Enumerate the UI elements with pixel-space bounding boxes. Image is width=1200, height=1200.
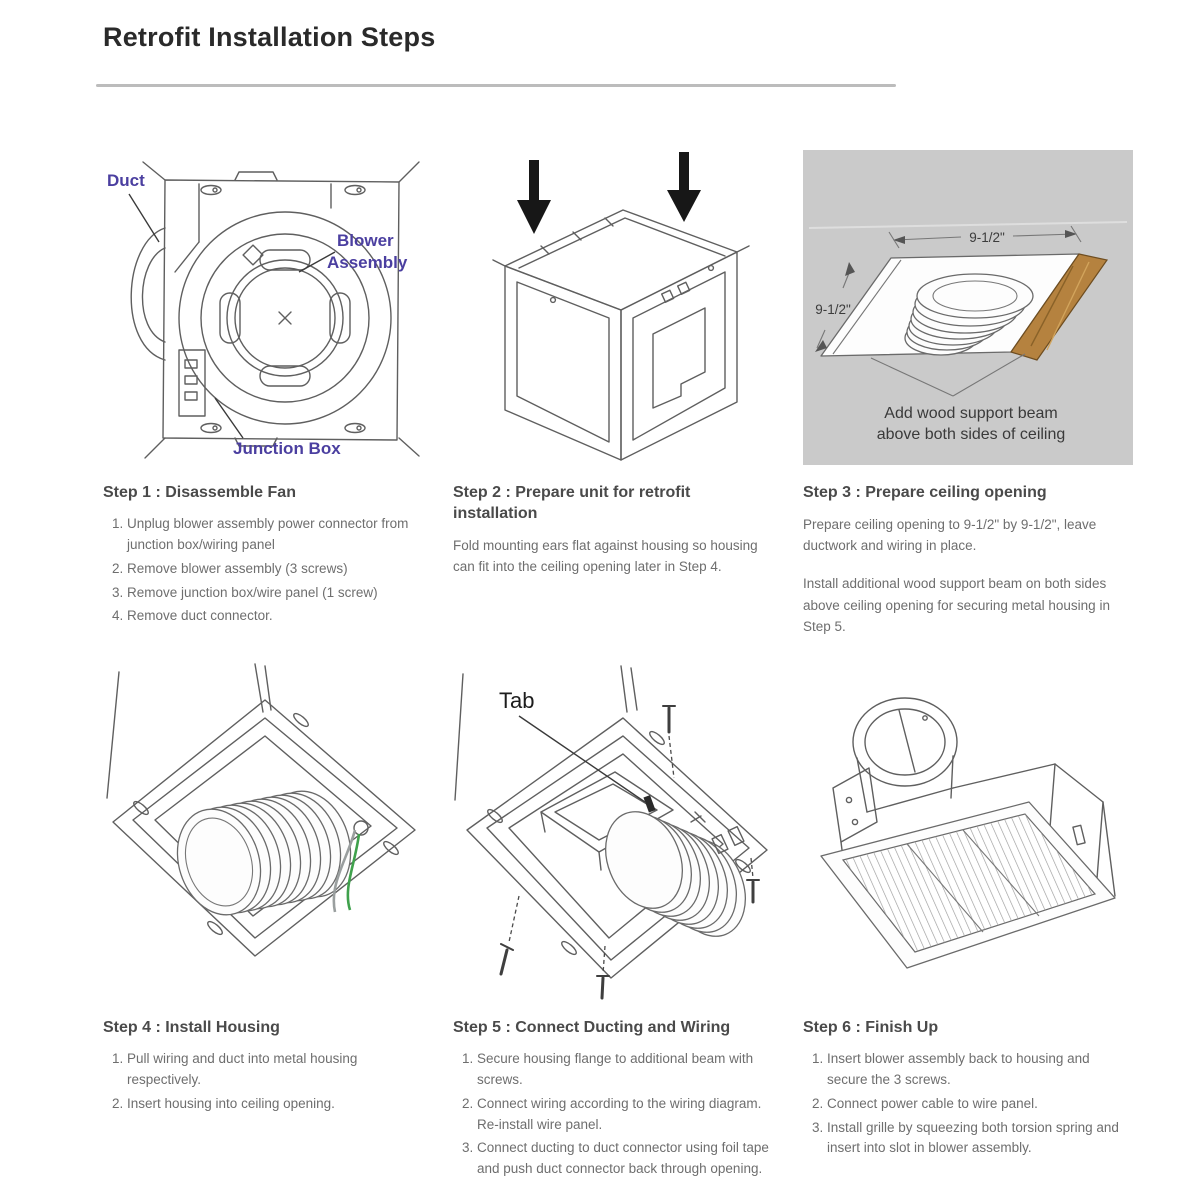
step-1-list: Unplug blower assembly power connector f… [103, 514, 433, 628]
steps-row-2: Step 4 : Install Housing Pull wiring and… [103, 660, 1133, 1183]
tab-label: Tab [499, 688, 534, 713]
metal-housing-box [492, 209, 750, 461]
step-1-heading: Step 1 : Disassemble Fan [103, 484, 296, 501]
dimension-left-label: 9-1/2" [815, 302, 851, 317]
step-3-paragraph: Prepare ceiling opening to 9-1/2" by 9-1… [803, 516, 1097, 554]
step-5-cell: Tab Step 5 : Connect Ducting and Wiring … [453, 660, 783, 1183]
finished-fan-drawing [820, 697, 1116, 969]
install-housing-drawing [106, 663, 416, 957]
dimension-left: 9-1/2" [815, 262, 855, 352]
duct-label: Duct [107, 171, 145, 190]
ceiling-edge-line [808, 221, 1128, 229]
blower-leader-line [298, 251, 336, 273]
step-3-cell: 9-1/2" 9-1/2" Add wood support beam abov… [803, 150, 1133, 654]
tab-leader-line [518, 715, 646, 803]
ceiling-opening-drawing: 9-1/2" 9-1/2" Add wood support beam abov… [803, 150, 1133, 465]
step-5-illustration: Tab [453, 660, 783, 1000]
beam-note: Add wood support beam above both sides o… [870, 353, 1066, 443]
step-2-cell: Step 2 : Prepare unit for retrofit insta… [453, 150, 783, 654]
flex-duct-coil [904, 273, 1034, 356]
opening-inner-edge [832, 259, 902, 355]
duct-leader-line [128, 193, 160, 243]
beam-note-line1: Add wood support beam [884, 405, 1057, 422]
step-4-heading: Step 4 : Install Housing [103, 1019, 280, 1036]
dimension-top-label: 9-1/2" [969, 230, 1005, 245]
housing-flange [112, 699, 416, 957]
step-4-illustration [103, 660, 433, 1000]
step-6-item: Install grille by squeezing both torsion… [827, 1118, 1133, 1160]
square-duct-connector [540, 771, 674, 871]
junction-box-drawing [178, 349, 206, 417]
housing-flange [466, 717, 768, 979]
step-6-item: Insert blower assembly back to housing a… [827, 1049, 1133, 1091]
dimension-top: 9-1/2" [888, 225, 1082, 249]
mounting-screws [499, 705, 760, 1000]
fan-housing-outline [142, 161, 420, 459]
wire-panel-detail [690, 811, 745, 855]
step-2-paragraph: Fold mounting ears flat against housing … [453, 537, 758, 575]
corrugated-duct [176, 790, 352, 916]
step-6-item: Connect power cable to wire panel. [827, 1094, 1133, 1115]
step-1-item: Remove duct connector. [127, 606, 433, 627]
corrugated-duct [605, 811, 746, 937]
step-1-item: Remove blower assembly (3 screws) [127, 559, 433, 580]
ceiling-cut-lines [106, 663, 272, 799]
step-4-item: Insert housing into ceiling opening. [127, 1094, 433, 1115]
wood-support-beam [1010, 253, 1109, 361]
step-6-illustration [803, 660, 1133, 1000]
step-4-cell: Step 4 : Install Housing Pull wiring and… [103, 660, 433, 1183]
wiring [332, 820, 369, 913]
step-1-item: Remove junction box/wire panel (1 screw) [127, 583, 433, 604]
beam-note-line2: above both sides of ceiling [877, 426, 1066, 443]
fan-disassembly-drawing: Duct Blower Assembly Junction Box [107, 161, 420, 459]
step-5-heading: Step 5 : Connect Ducting and Wiring [453, 1019, 731, 1036]
step-2-heading: Step 2 : Prepare unit for retrofit insta… [453, 484, 691, 522]
page-title: Retrofit Installation Steps [103, 22, 436, 52]
fold-down-arrows [517, 152, 701, 234]
step-5-list: Secure housing flange to additional beam… [453, 1049, 783, 1181]
step-4-list: Pull wiring and duct into metal housing … [103, 1049, 433, 1115]
step-3-paragraph: Install additional wood support beam on … [803, 575, 1110, 635]
step-6-list: Insert blower assembly back to housing a… [803, 1049, 1133, 1160]
step-3-heading: Step 3 : Prepare ceiling opening [803, 484, 1047, 501]
junction-leader-line [214, 397, 244, 439]
step-1-item: Unplug blower assembly power connector f… [127, 514, 433, 556]
step-5-item: Connect ducting to duct connector using … [477, 1138, 783, 1180]
step-1-illustration: Duct Blower Assembly Junction Box [103, 150, 433, 465]
step-1-cell: Duct Blower Assembly Junction Box Step 1… [103, 150, 433, 654]
step-5-item: Secure housing flange to additional beam… [477, 1049, 783, 1091]
step-2-illustration [453, 150, 783, 465]
duct-collar [852, 697, 958, 813]
duct-stub [130, 227, 166, 361]
step-6-cell: Step 6 : Finish Up Insert blower assembl… [803, 660, 1133, 1183]
title-divider [96, 84, 896, 87]
housing-fold-ears-drawing [492, 152, 750, 461]
connect-ducting-drawing: Tab [454, 665, 768, 1000]
blower-circle [178, 211, 392, 425]
step-6-heading: Step 6 : Finish Up [803, 1019, 939, 1036]
grille [820, 801, 1116, 969]
step-5-item: Connect wiring according to the wiring d… [477, 1094, 783, 1136]
steps-row-1: Duct Blower Assembly Junction Box Step 1… [103, 150, 1133, 654]
blower-assembly-label-line1: Blower [337, 231, 394, 250]
step-3-illustration: 9-1/2" 9-1/2" Add wood support beam abov… [803, 150, 1133, 465]
blower-assembly-label-line2: Assembly [327, 253, 408, 272]
step-4-item: Pull wiring and duct into metal housing … [127, 1049, 433, 1091]
ceiling-cut-lines [454, 665, 638, 801]
junction-box-label: Junction Box [233, 439, 341, 458]
